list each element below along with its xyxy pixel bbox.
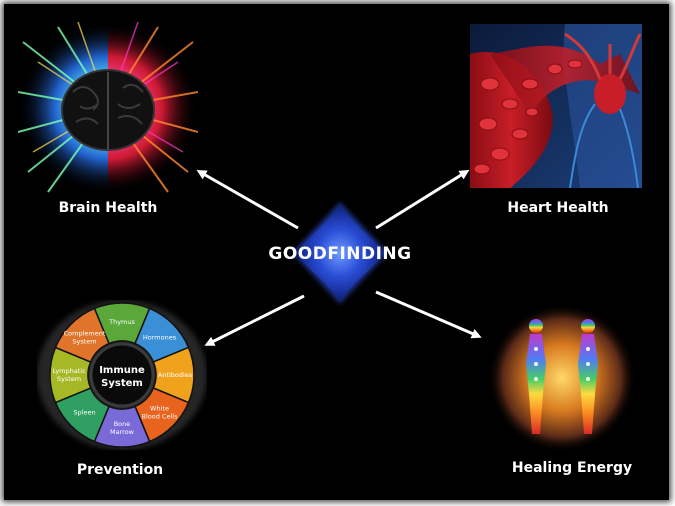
wheel-segment-label: Thymus — [108, 318, 135, 326]
wheel-segment-label: Blood Cells — [142, 413, 179, 421]
arrow-to-brain-health — [196, 170, 299, 230]
wheel-segment-label: Spleen — [73, 409, 95, 417]
wheel-segment-label: Complement — [64, 330, 106, 338]
wheel-segment-label: System — [72, 338, 96, 346]
wheel-segment — [54, 307, 110, 363]
brain-health-label: Brain Health — [58, 200, 158, 216]
wheel-segment-label: Hormones — [143, 334, 177, 342]
arrow-to-heart-health — [375, 169, 470, 230]
center-label: GOODFINDING — [268, 244, 412, 264]
immune-center-label-2: System — [101, 378, 143, 389]
wheel-segment-label: Lymphatic — [52, 367, 86, 375]
wheel-segment-label: Marrow — [110, 428, 135, 436]
immune-center-label-1: Immune — [99, 365, 145, 376]
heart-image — [470, 24, 642, 188]
healing-energy-image — [488, 304, 636, 452]
wheel-segment-label: System — [57, 375, 81, 383]
wheel-segment-label: Antibodies — [158, 371, 193, 379]
center-diamond — [292, 202, 388, 304]
arrow-to-prevention — [204, 294, 305, 346]
wheel-segment-label: Bone — [114, 420, 131, 428]
wheel-segments — [49, 302, 195, 448]
healing-energy-label: Healing Energy — [511, 460, 633, 476]
brain-image — [18, 22, 198, 194]
wheel-segment-label: White — [150, 405, 169, 413]
prevention-label: Prevention — [76, 462, 164, 478]
arrow-to-healing-energy — [375, 290, 482, 339]
heart-health-label: Heart Health — [507, 200, 609, 216]
